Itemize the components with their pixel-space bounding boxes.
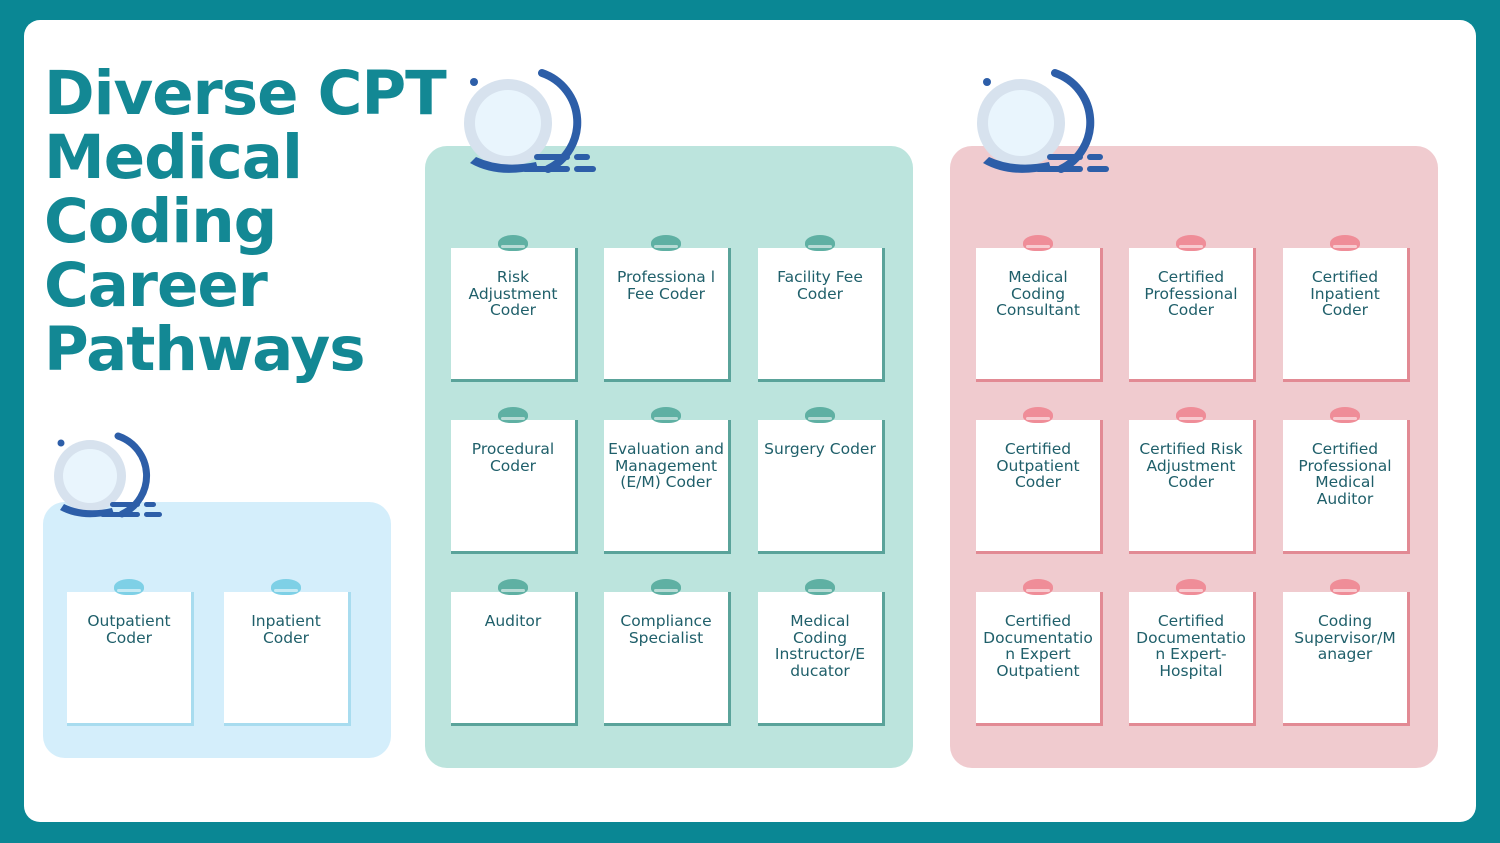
card-label: Certified Outpatient Coder xyxy=(996,440,1080,491)
pushpin-icon xyxy=(1023,235,1053,251)
card-documentation-expert-outpatient: Certified Documentatio n Expert Outpatie… xyxy=(976,579,1103,726)
pushpin-icon xyxy=(498,579,528,595)
card-label: Certified Inpatient Coder xyxy=(1310,268,1380,319)
card-documentation-expert-hospital: Certified Documentatio n Expert-Hospital xyxy=(1129,579,1256,726)
pushpin-icon xyxy=(1176,579,1206,595)
pushpin-icon xyxy=(651,579,681,595)
magnifier-icon xyxy=(54,432,162,518)
pushpin-icon xyxy=(498,235,528,251)
card-professional-fee-coder: Professiona l Fee Coder xyxy=(604,235,731,382)
magnifier-icon xyxy=(977,69,1109,173)
pushpin-icon xyxy=(805,407,835,423)
pushpin-icon xyxy=(805,235,835,251)
card-em-coder: Evaluation and Management (E/M) Coder xyxy=(604,407,731,554)
card-label: Procedural Coder xyxy=(471,440,555,475)
pushpin-icon xyxy=(1330,407,1360,423)
title-line: Medical xyxy=(44,122,303,193)
card-label: Auditor xyxy=(484,612,542,630)
pushpin-icon xyxy=(651,235,681,251)
card-label: Certified Documentatio n Expert Outpatie… xyxy=(983,612,1093,680)
pushpin-icon xyxy=(651,407,681,423)
pushpin-icon xyxy=(1330,235,1360,251)
card-label: Professiona l Fee Coder xyxy=(616,268,716,303)
pushpin-icon xyxy=(271,579,301,595)
pushpin-icon xyxy=(805,579,835,595)
page-title: Diverse CPT Medical Coding Career Pathwa… xyxy=(44,62,464,382)
card-label: Evaluation and Management (E/M) Coder xyxy=(608,440,724,491)
title-line: Pathways xyxy=(44,314,366,385)
card-facility-fee-coder: Facility Fee Coder xyxy=(758,235,885,382)
pushpin-icon xyxy=(1176,407,1206,423)
title-line: Coding xyxy=(44,186,277,257)
card-certified-outpatient-coder: Certified Outpatient Coder xyxy=(976,407,1103,554)
title-line: Career xyxy=(44,250,268,321)
card-auditor: Auditor xyxy=(451,579,578,726)
card-label: Certified Professional Medical Auditor xyxy=(1298,440,1392,508)
card-label: Facility Fee Coder xyxy=(777,268,863,303)
card-certified-professional-coder: Certified Professional Coder xyxy=(1129,235,1256,382)
pushpin-icon xyxy=(1023,579,1053,595)
card-label: Outpatient Coder xyxy=(87,612,171,647)
card-label: Compliance Specialist xyxy=(620,612,712,647)
card-procedural-coder: Procedural Coder xyxy=(451,407,578,554)
pushpin-icon xyxy=(1330,579,1360,595)
card-label: Certified Documentatio n Expert-Hospital xyxy=(1136,612,1246,680)
card-outpatient-coder: Outpatient Coder xyxy=(67,579,194,726)
card-label: Inpatient Coder xyxy=(251,612,321,647)
magnifier-icon xyxy=(464,69,596,173)
title-line: Diverse CPT xyxy=(44,58,447,129)
pushpin-icon xyxy=(1176,235,1206,251)
card-surgery-coder: Surgery Coder xyxy=(758,407,885,554)
card-label: Medical Coding Instructor/E ducator xyxy=(774,612,866,680)
card-label: Certified Risk Adjustment Coder xyxy=(1139,440,1243,491)
card-coding-supervisor: Coding Supervisor/M anager xyxy=(1283,579,1410,726)
card-certified-medical-auditor: Certified Professional Medical Auditor xyxy=(1283,407,1410,554)
card-label: Medical Coding Consultant xyxy=(996,268,1080,319)
card-label: Coding Supervisor/M anager xyxy=(1294,612,1396,663)
card-inpatient-coder: Inpatient Coder xyxy=(224,579,351,726)
card-risk-adjustment-coder: Risk Adjustment Coder xyxy=(451,235,578,382)
pushpin-icon xyxy=(114,579,144,595)
card-label: Risk Adjustment Coder xyxy=(468,268,558,319)
card-certified-risk-adjustment-coder: Certified Risk Adjustment Coder xyxy=(1129,407,1256,554)
card-label: Surgery Coder xyxy=(764,440,876,458)
pushpin-icon xyxy=(1023,407,1053,423)
card-coding-instructor: Medical Coding Instructor/E ducator xyxy=(758,579,885,726)
card-certified-inpatient-coder: Certified Inpatient Coder xyxy=(1283,235,1410,382)
card-medical-coding-consultant: Medical Coding Consultant xyxy=(976,235,1103,382)
card-label: Certified Professional Coder xyxy=(1144,268,1238,319)
pushpin-icon xyxy=(498,407,528,423)
card-compliance-specialist: Compliance Specialist xyxy=(604,579,731,726)
